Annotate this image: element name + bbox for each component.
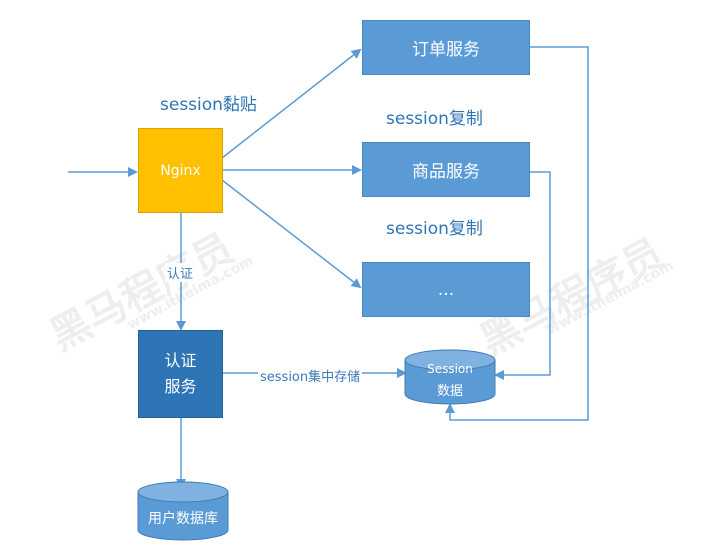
product-service-box: 商品服务	[362, 142, 530, 197]
nginx-to-order-arrow	[221, 48, 362, 159]
session-sticky-label: session黏贴	[160, 95, 257, 115]
session-copy-label-2: session复制	[386, 219, 483, 239]
other-service-box: ...	[362, 262, 530, 317]
order-service-box: 订单服务	[362, 20, 530, 75]
auth-service-box: 认证 服务	[138, 330, 223, 418]
session-store-label-1: Session	[427, 362, 473, 376]
nginx-to-other-arrow	[221, 179, 362, 289]
auth-edge-label: 认证	[165, 263, 196, 282]
session-store-label-2: 数据	[436, 384, 463, 399]
auth-service-line1: 认证	[164, 351, 197, 370]
session-copy-label-1: session复制	[386, 109, 483, 129]
auth-service-line2: 服务	[164, 377, 197, 396]
session-store-cylinder	[404, 349, 496, 405]
order-to-session-line	[445, 46, 589, 421]
nginx-box: Nginx	[138, 128, 223, 213]
user-db-label: 用户数据库	[148, 511, 218, 527]
central-storage-label: session集中存储	[258, 366, 363, 385]
product-to-session-line	[494, 171, 551, 380]
user-db-cylinder	[137, 481, 229, 541]
